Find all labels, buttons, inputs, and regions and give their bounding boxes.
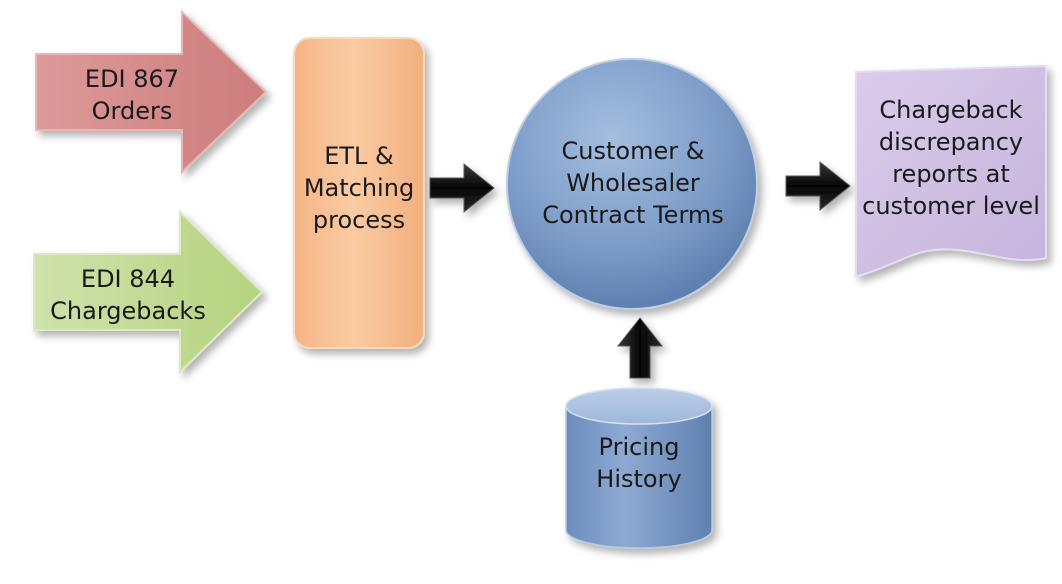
pricing-history-cylinder: [565, 387, 713, 549]
contract-terms-label-line: Wholesaler: [566, 169, 700, 197]
connector-arrow-pricing-to-contracts: [616, 317, 664, 379]
etl-box: [293, 37, 425, 349]
etl-label: ETL & Matching process: [292, 138, 426, 238]
edi844-label-line: EDI 844: [80, 265, 176, 293]
contract-terms-label-line: Contract Terms: [542, 201, 724, 229]
pricing-history-label-line: History: [596, 465, 682, 493]
etl-label-line: Matching: [303, 174, 415, 202]
edi867-label-line: Orders: [91, 97, 173, 125]
etl-label-line: process: [312, 206, 406, 234]
contract-terms-label-line: Customer &: [561, 137, 705, 165]
contract-terms-label: Customer & Wholesaler Contract Terms: [510, 132, 756, 234]
edi867-label: EDI 867 Orders: [44, 62, 220, 128]
report-label-line: reports at: [892, 160, 1010, 188]
edi844-label-line: Chargebacks: [50, 297, 206, 325]
edi844-label: EDI 844 Chargebacks: [40, 262, 216, 328]
report-label: Chargeback discrepancy reports at custom…: [856, 88, 1046, 228]
pricing-history-label-line: Pricing: [598, 433, 680, 461]
etl-label-line: ETL &: [324, 142, 394, 170]
edi844-arrow: [33, 209, 264, 375]
edi867-arrow: [35, 9, 268, 175]
report-label-line: Chargeback: [879, 96, 1023, 124]
report-label-line: discrepancy: [878, 128, 1024, 156]
connector-arrow-etl-to-contracts: [429, 162, 495, 214]
contract-terms-circle: [506, 58, 758, 310]
report-label-line: customer level: [862, 192, 1040, 220]
report-document: [855, 64, 1047, 278]
pricing-history-label: Pricing History: [566, 429, 712, 497]
edi867-label-line: EDI 867: [84, 65, 180, 93]
connector-arrow-contracts-to-report: [785, 160, 851, 212]
